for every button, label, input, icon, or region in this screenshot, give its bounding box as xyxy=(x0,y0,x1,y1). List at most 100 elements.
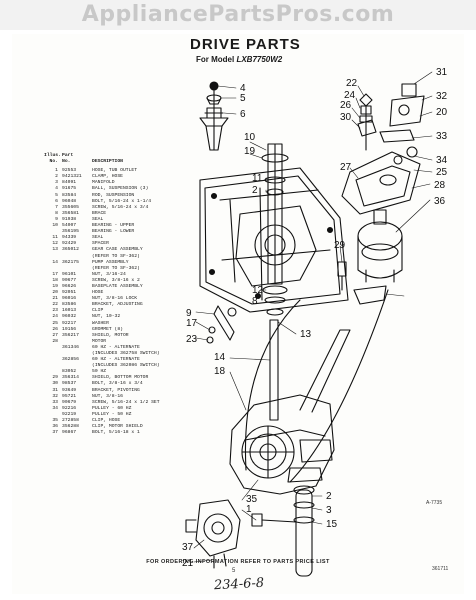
part-number: 91938 xyxy=(62,216,77,222)
part-number: 92553 xyxy=(62,168,77,174)
part-description: PULLEY - 60 HZ xyxy=(92,405,132,411)
parts-row: (INCLUDES 362758 SWITCH) xyxy=(44,351,194,357)
illus-no: 23 xyxy=(52,308,58,314)
callout-number: 2 xyxy=(326,491,332,502)
header-no: No. xyxy=(49,159,58,165)
part-number: 19156 xyxy=(62,326,77,332)
callout-number: 4 xyxy=(240,83,246,94)
illus-no: 30 xyxy=(52,381,58,387)
callout-number: 37 xyxy=(182,542,194,553)
illus-no: 27 xyxy=(52,332,58,338)
illus-no: 29 xyxy=(52,375,58,381)
part-number: 92429 xyxy=(62,241,77,247)
part-description: SHIELD, MOTOR xyxy=(92,332,129,338)
part-number: 90679 xyxy=(62,399,77,405)
part-description: 60 HZ - ALTERNATE xyxy=(92,357,140,363)
illus-no: 7 xyxy=(55,204,58,210)
illus-no: 1 xyxy=(55,168,58,174)
illus-no: 36 xyxy=(52,424,58,430)
parts-row: 22 83586 BRACKET, ADJUSTING xyxy=(44,302,194,308)
part-description: BASEPLATE ASSEMBLY xyxy=(92,283,143,289)
part-description: BEARING - UPPER xyxy=(92,223,135,229)
part-description: BALL, SUSPENSION (3) xyxy=(92,186,149,192)
part-description: CLIP xyxy=(92,308,104,314)
illus-no: 14 xyxy=(52,259,58,265)
leader-lines xyxy=(193,71,433,563)
part-number: 355605 xyxy=(62,204,79,210)
callout-number: 34 xyxy=(436,155,448,166)
part-number: 356195 xyxy=(62,229,79,235)
part-description: SEAL xyxy=(92,216,104,222)
motor-shield-drawing xyxy=(341,146,421,215)
part-number: 95721 xyxy=(62,393,77,399)
part-number: 83586 xyxy=(62,302,77,308)
figure-code: A-7735 xyxy=(426,500,443,506)
part-number: 362175 xyxy=(62,259,79,265)
callout-number: 23 xyxy=(186,334,198,345)
illus-no: 25 xyxy=(52,320,58,326)
illus-no: 11 xyxy=(52,235,58,241)
part-number: 272858 xyxy=(62,418,79,424)
part-number: 92219 xyxy=(62,411,77,417)
callout-number: 25 xyxy=(436,167,448,178)
illus-no: 19 xyxy=(52,283,58,289)
part-number: 356217 xyxy=(62,332,79,338)
illus-no: 22 xyxy=(52,302,58,308)
illus-no: 4 xyxy=(55,186,58,192)
part-number: 362856 xyxy=(62,357,79,363)
part-number: 356581 xyxy=(62,210,79,216)
parts-sheet xyxy=(12,34,464,594)
part-description: SHIELD, BOTTOM MOTOR xyxy=(92,375,149,381)
callout-number: 3 xyxy=(326,505,332,516)
callout-number: 30 xyxy=(340,112,352,123)
part-number: 90677 xyxy=(62,277,77,283)
part-description: BRACKET, ADJUSTING xyxy=(92,302,143,308)
callout-number: 26 xyxy=(340,100,352,111)
illus-no: 32 xyxy=(52,393,58,399)
hose-drawing xyxy=(251,485,315,577)
part-description: ROD, SUSPENSION xyxy=(92,192,135,198)
callout-number: 10 xyxy=(244,132,256,143)
model-value: LXB7750W2 xyxy=(236,55,283,64)
part-description: GROMMET (8) xyxy=(92,326,123,332)
illus-no: 3 xyxy=(55,180,58,186)
part-description: WASHER xyxy=(92,320,109,326)
part-description: GEAR CASE ASSEMBLY xyxy=(92,247,143,253)
part-description: 50 HZ xyxy=(92,369,107,375)
site-title: AppliancePartsPros.com xyxy=(81,2,395,27)
part-description: NUT, 10-32 xyxy=(92,314,121,320)
callout-number: 29 xyxy=(334,240,346,251)
part-number: 96016 xyxy=(62,296,77,302)
part-number: 92217 xyxy=(62,320,77,326)
pump-drawing xyxy=(185,499,241,569)
callout-number: 13 xyxy=(300,329,312,340)
callout-number: 14 xyxy=(214,352,226,363)
part-description: CLAMP, HOSE xyxy=(92,174,123,180)
callout-number: 32 xyxy=(436,91,448,102)
parts-list-header: No. No. DESCRIPTION xyxy=(44,159,194,165)
part-number: 94339 xyxy=(62,235,77,241)
model-prefix: For Model xyxy=(196,55,235,64)
illus-no: 21 xyxy=(52,296,58,302)
header-illus: Illus. xyxy=(44,153,61,158)
part-number: 98537 xyxy=(62,381,77,387)
